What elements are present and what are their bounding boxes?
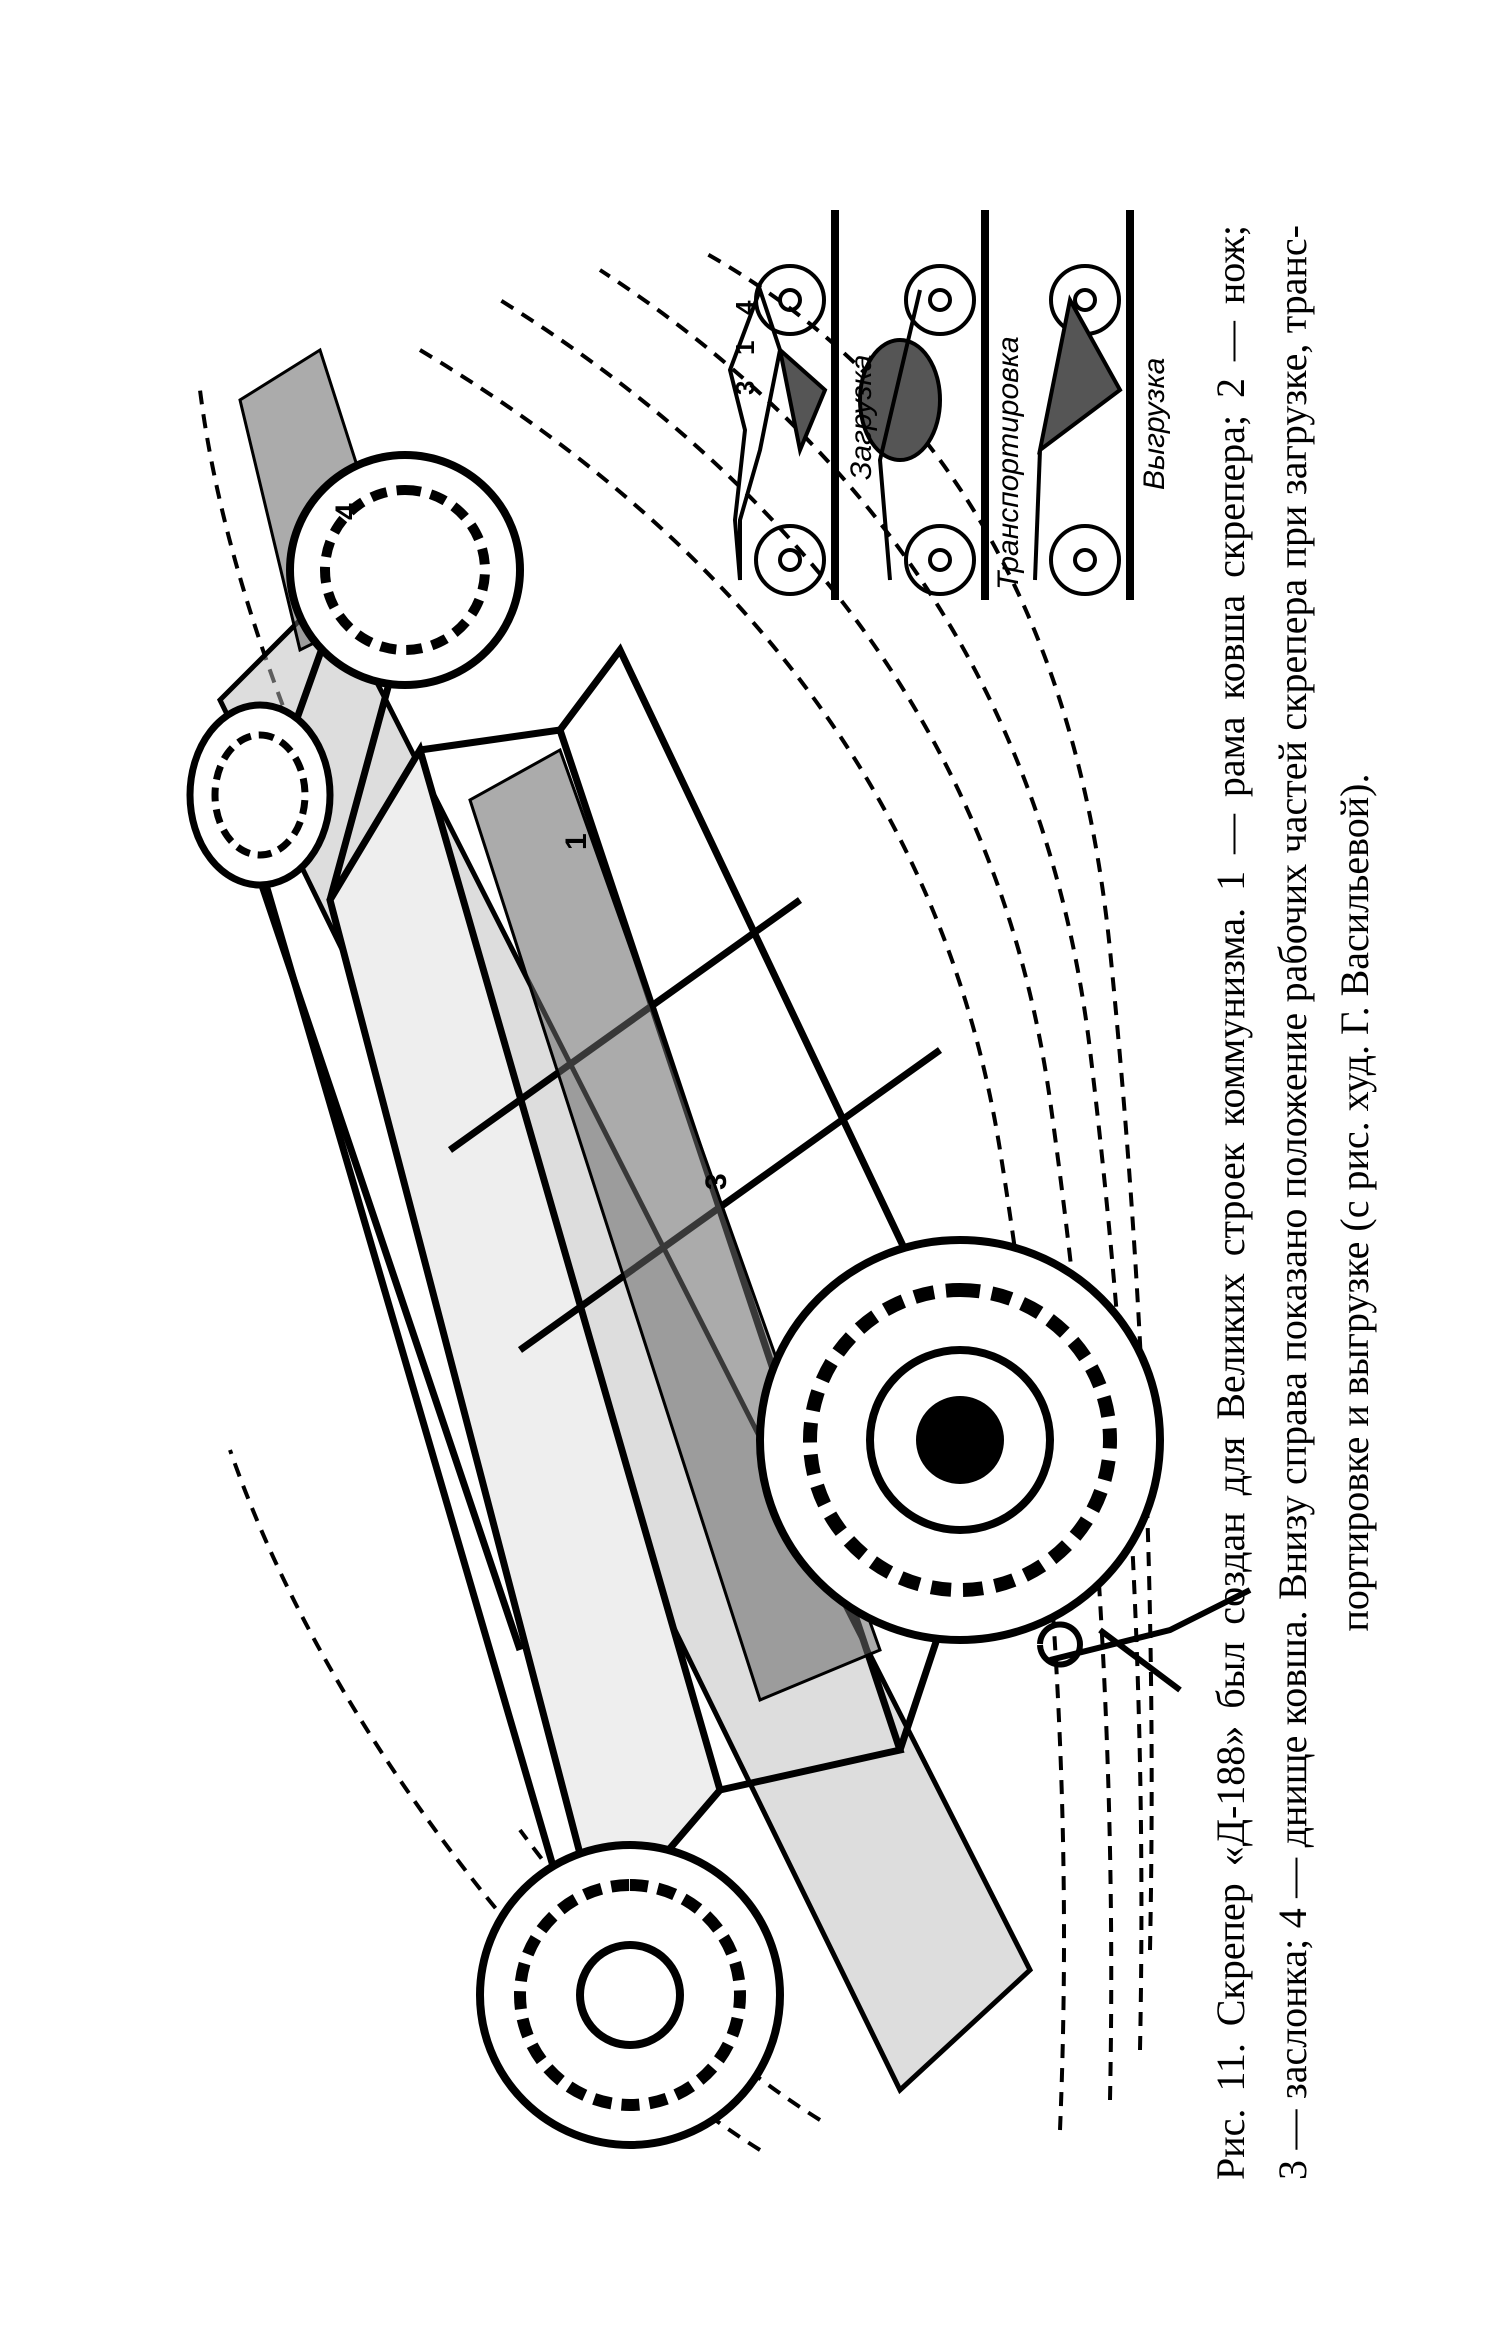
caption-line: 3 — заслонка; 4 — днище ковша. Внизу спр… (1270, 225, 1315, 2180)
part-number-label: 1 (560, 833, 593, 850)
inset-part-number: 1 (730, 340, 760, 355)
inset-loading (727, 210, 839, 600)
wheel-front-left (476, 1841, 784, 2149)
inset-part-number: 3 (730, 380, 760, 395)
part-number-label: 4 (330, 503, 363, 520)
wheel-back (186, 701, 334, 889)
scraper-frame (246, 546, 1004, 1938)
inset-label-loading: Загрузка (845, 354, 878, 480)
caption-line: Рис. 11. Скрепер «Д-188» был создан для … (1208, 225, 1253, 2180)
inset-label-transport: Транспортировка (992, 336, 1025, 590)
inset-diagrams (727, 210, 1134, 600)
inset-unloading (1033, 210, 1134, 600)
caption-line: портировке и выгрузке (с рис. худ. Г. Ва… (1332, 773, 1377, 1632)
operator-figure (1037, 1587, 1252, 1693)
wheel-rear-big (756, 1236, 1164, 1644)
inset-transport (858, 210, 989, 600)
inset-label-unloading: Выгрузка (1138, 357, 1171, 490)
wheel-rear-top (286, 451, 524, 689)
part-number-label: 3 (700, 1173, 733, 1190)
inset-part-number: 4 (730, 300, 760, 315)
figure-caption: Рис. 11. Скрепер «Д-188» был создан для … (1200, 225, 1386, 2180)
